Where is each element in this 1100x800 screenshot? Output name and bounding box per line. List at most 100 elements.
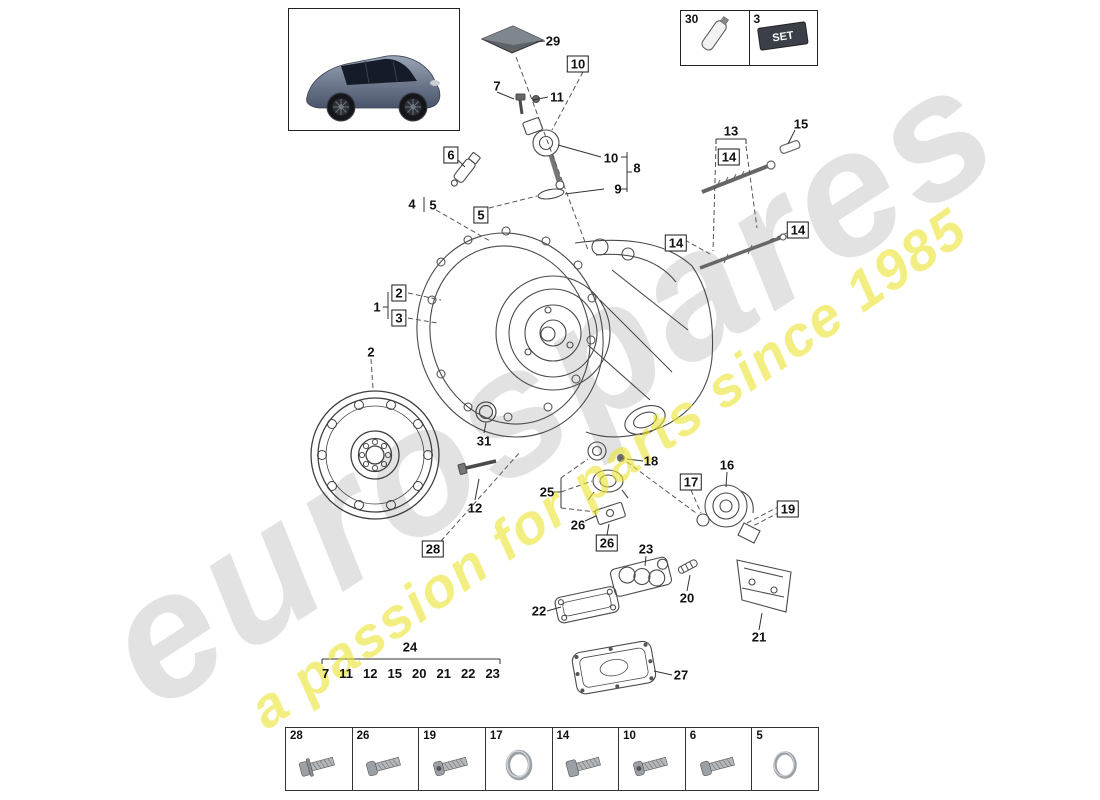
pin-drawing <box>677 559 698 574</box>
legend-cell-tube[interactable]: 30 <box>681 11 749 65</box>
callout-2-box[interactable]: 2 <box>391 284 407 302</box>
sealant-tube-icon <box>701 16 729 51</box>
parts-list-item[interactable]: 15 <box>387 666 402 681</box>
callout-14-box-1[interactable]: 14 <box>717 148 741 166</box>
callout-25[interactable]: 25 <box>539 484 555 500</box>
flange-bolt-icon <box>298 756 335 777</box>
release-unit-drawing <box>696 484 761 544</box>
callout-1[interactable]: 1 <box>373 299 381 315</box>
dashed-leader-lines <box>370 56 790 542</box>
fastener-number: 17 <box>489 730 503 742</box>
callout-29[interactable]: 29 <box>545 33 561 49</box>
callout-10-box[interactable]: 10 <box>566 55 590 73</box>
callout-5[interactable]: 5 <box>429 197 437 213</box>
legend-cell-set[interactable]: 3 SET <box>748 11 818 65</box>
callout-18[interactable]: 18 <box>643 453 659 469</box>
callout-9[interactable]: 9 <box>614 181 622 197</box>
callout-24[interactable]: 24 <box>402 639 418 655</box>
callout-15[interactable]: 15 <box>793 116 809 132</box>
callout-26[interactable]: 26 <box>570 517 586 533</box>
callout-16[interactable]: 16 <box>719 457 735 473</box>
fastener-number: 14 <box>556 730 570 742</box>
fastener-number: 28 <box>290 730 303 742</box>
cap-screw-icon <box>566 756 602 778</box>
fastener-number: 19 <box>423 730 437 742</box>
fastener-thumbnail-14[interactable]: 14 <box>551 728 619 790</box>
parts-group-list: 7 11 12 15 20 21 22 23 <box>322 666 500 681</box>
parts-list-item[interactable]: 21 <box>436 666 451 681</box>
valve-body-drawing <box>609 556 672 597</box>
vehicle-thumbnail-box <box>288 8 460 131</box>
callout-4[interactable]: 4 <box>408 196 416 212</box>
fastener-thumbnail-5[interactable]: 5 <box>751 728 818 790</box>
parts-list-item[interactable]: 7 <box>322 666 330 681</box>
callout-31[interactable]: 31 <box>476 433 492 449</box>
o-ring-icon <box>773 751 797 779</box>
parts-list-item[interactable]: 20 <box>411 666 427 681</box>
callout-28-box[interactable]: 28 <box>421 540 445 558</box>
callout-6-box[interactable]: 6 <box>443 146 459 164</box>
set-label: SET <box>771 30 794 45</box>
fastener-strip: 28 26 19 <box>285 727 819 791</box>
legend-number: 30 <box>685 12 699 26</box>
fastener-thumbnail-10[interactable]: 10 <box>618 728 685 790</box>
callout-23[interactable]: 23 <box>638 541 654 557</box>
parts-list-item[interactable]: 22 <box>460 666 476 681</box>
callout-19-box[interactable]: 19 <box>776 500 800 518</box>
pan-head-screw-icon <box>366 756 402 777</box>
parts-list-item[interactable]: 12 <box>363 666 378 681</box>
magnet-plate-drawing <box>480 25 545 54</box>
flywheel-drawing <box>310 390 440 520</box>
parts-list-item[interactable]: 11 <box>339 666 353 681</box>
bolt-drawing <box>457 459 497 475</box>
callout-7[interactable]: 7 <box>493 78 501 94</box>
fastener-number: 26 <box>356 730 370 742</box>
callout-26-box[interactable]: 26 <box>595 534 619 552</box>
small-screw-drawing <box>515 93 540 115</box>
fastener-number: 10 <box>623 730 636 742</box>
parts-list-item[interactable]: 23 <box>485 666 500 681</box>
callout-14-box-2[interactable]: 14 <box>664 234 688 252</box>
fastener-thumbnail-6[interactable]: 6 <box>684 728 752 790</box>
fastener-number: 5 <box>756 730 763 742</box>
callout-5-box[interactable]: 5 <box>473 206 489 224</box>
speed-sensor-drawing <box>450 152 481 187</box>
callout-20[interactable]: 20 <box>679 590 695 606</box>
sealant-set-block-icon: SET <box>756 21 808 51</box>
fastener-thumbnail-28[interactable]: 28 <box>286 728 352 790</box>
torx-screw-icon <box>433 756 468 777</box>
transmission-housing-drawing <box>416 226 714 438</box>
position-sensor-drawing <box>522 117 565 200</box>
fastener-number: 6 <box>689 730 697 742</box>
fastener-thumbnail-19[interactable]: 19 <box>418 728 485 790</box>
pan-head-screw-icon <box>699 756 735 777</box>
callout-13[interactable]: 13 <box>723 123 739 139</box>
ball-drawing <box>617 454 625 462</box>
callout-14-box-3[interactable]: 14 <box>786 221 810 239</box>
callout-3-box[interactable]: 3 <box>391 309 407 327</box>
callout-21[interactable]: 21 <box>751 629 767 645</box>
selector-rod-drawing <box>699 140 801 270</box>
leader-lines <box>321 40 796 676</box>
callout-22[interactable]: 22 <box>531 603 547 619</box>
plate-drawing <box>554 586 620 624</box>
slave-cylinder-drawing <box>587 441 629 525</box>
cover-bracket-drawing <box>736 559 792 613</box>
callout-27[interactable]: 27 <box>673 667 689 683</box>
fastener-thumbnail-17[interactable]: 17 <box>484 728 552 790</box>
callout-8[interactable]: 8 <box>633 160 641 176</box>
callout-11[interactable]: 11 <box>550 89 564 105</box>
sealant-legend-box: 30 3 SET <box>680 10 818 66</box>
vehicle-illustration <box>306 55 441 122</box>
callout-17-box[interactable]: 17 <box>679 473 703 491</box>
shaft-seal-drawing <box>475 401 497 423</box>
o-ring-icon <box>505 749 532 781</box>
callout-2[interactable]: 2 <box>367 344 375 360</box>
callout-12[interactable]: 12 <box>467 500 483 516</box>
fastener-thumbnail-26[interactable]: 26 <box>351 728 419 790</box>
callout-10[interactable]: 10 <box>603 150 619 166</box>
oil-pan-drawing <box>571 640 657 695</box>
torx-screw-icon <box>633 756 668 777</box>
